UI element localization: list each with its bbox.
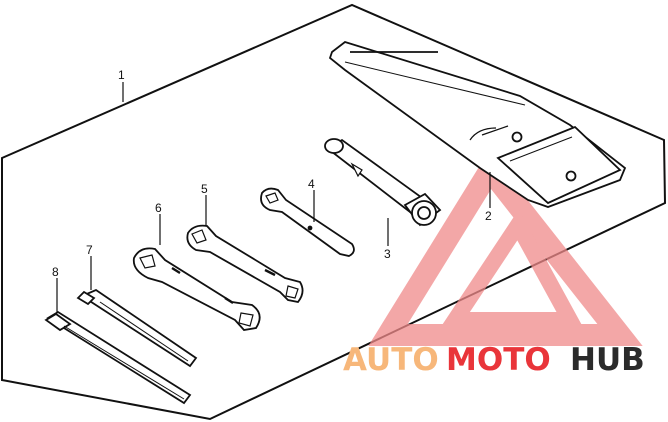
small-wrench	[260, 187, 355, 257]
callout-7: 7	[86, 243, 93, 257]
watermark-text: AUTO MOTO HUB	[343, 342, 645, 378]
screwdriver-handle	[44, 310, 192, 405]
callout-4: 4	[308, 177, 315, 191]
watermark-logo	[368, 150, 643, 346]
tool-bag	[328, 41, 627, 208]
callout-3: 3	[384, 247, 391, 261]
watermark-part-moto: MOTO	[446, 342, 551, 378]
callout-2: 2	[485, 209, 492, 223]
callout-8: 8	[52, 265, 59, 279]
open-end-wrench-5	[186, 224, 304, 303]
watermark-part-hub: HUB	[570, 342, 645, 378]
callout-6: 6	[155, 201, 162, 215]
open-end-wrench-6	[132, 247, 261, 331]
leader-lines	[56, 82, 491, 313]
screwdriver	[76, 288, 198, 368]
watermark-part-auto: AUTO	[343, 342, 439, 378]
callout-5: 5	[201, 182, 208, 196]
spark-plug-wrench	[324, 138, 442, 227]
kit-boundary	[1, 3, 667, 421]
callout-1: 1	[118, 68, 125, 82]
